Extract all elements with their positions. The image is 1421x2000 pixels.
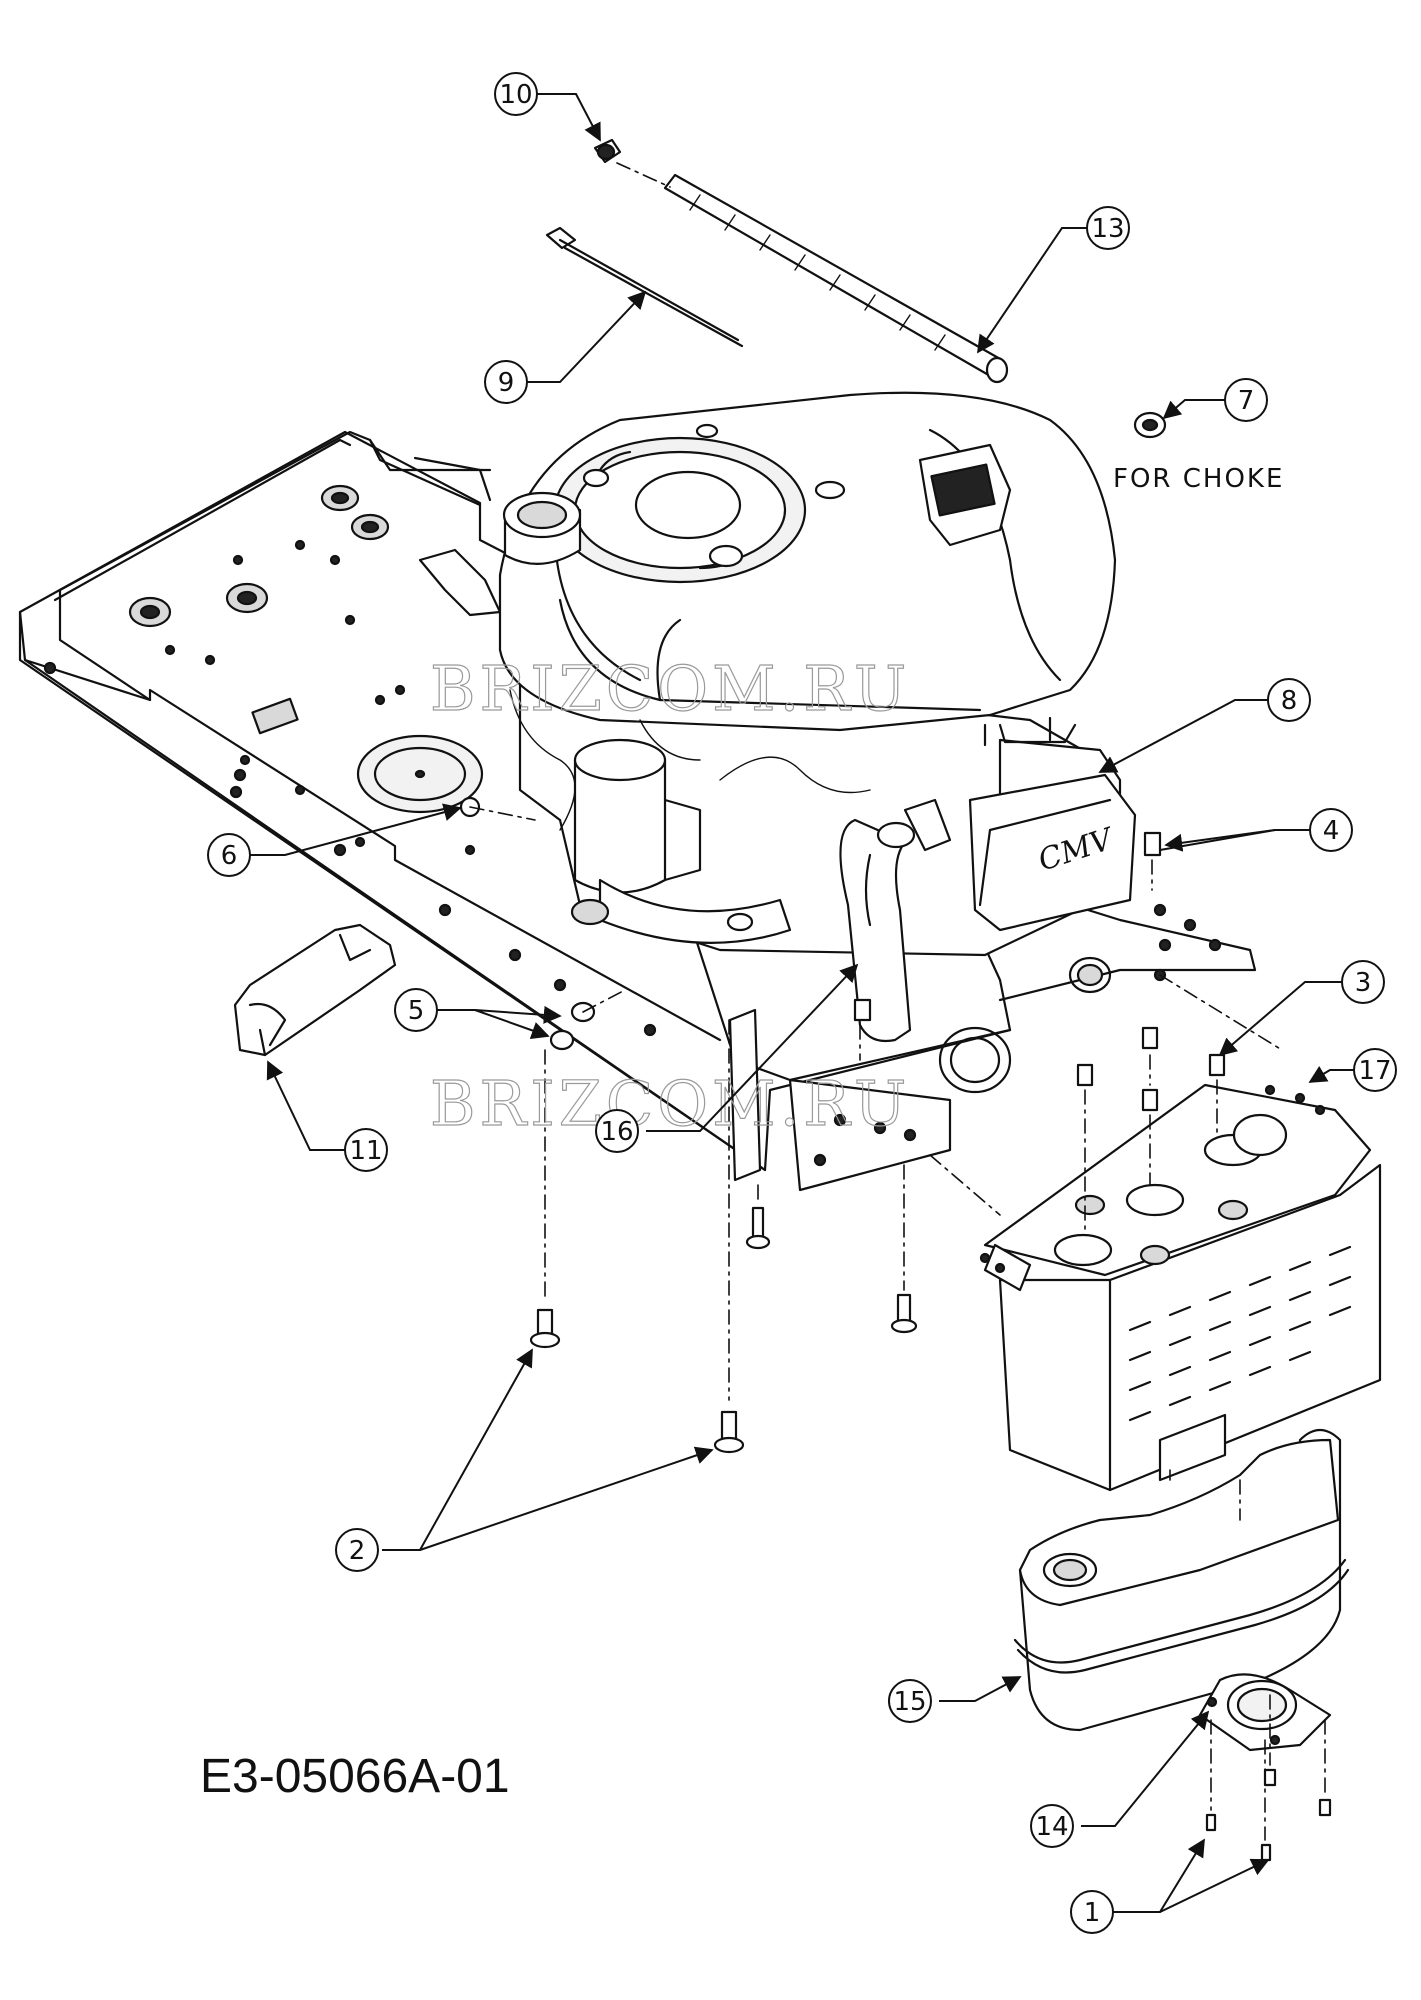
bolt-2b [713,1410,745,1454]
part-9-cable-tie [545,226,744,348]
callout-3: 3 [1341,960,1385,1004]
callout-16-label: 16 [600,1117,633,1147]
part-11-guard [233,923,397,1057]
callout-11: 11 [344,1128,388,1172]
callout-17: 17 [1353,1048,1397,1092]
heat-shield [979,1083,1382,1492]
callout-7-label: 7 [1238,386,1255,416]
callout-9-label: 9 [498,368,515,398]
drawing-number: E3-05066A-01 [200,1750,510,1803]
bolt-right-front [890,1293,918,1334]
bolt-16 [853,998,872,1022]
bolts-3 [1076,1026,1226,1112]
callout-1-label: 1 [1084,1898,1101,1928]
callout-15: 15 [888,1679,932,1723]
watermark-top: BRIZCOM.RU [430,652,910,725]
bolt-2a [529,1308,561,1349]
part-7-nut [1133,411,1167,439]
callout-7: 7 [1224,378,1268,422]
callout-8-label: 8 [1281,686,1298,716]
screws-1 [1205,1768,1332,1862]
callout-15-label: 15 [893,1687,926,1717]
callout-16: 16 [595,1109,639,1153]
part-10-clamp [593,138,622,164]
bolt-left-front [745,1206,771,1250]
callout-5-label: 5 [408,996,425,1026]
callout-6-label: 6 [221,841,238,871]
muffler [1013,1428,1350,1732]
callout-5: 5 [394,988,438,1032]
callout-2: 2 [335,1528,379,1572]
engine: CMV [498,391,1137,1043]
callout-2-label: 2 [349,1536,366,1566]
callout-3-label: 3 [1355,968,1372,998]
callout-6: 6 [207,833,251,877]
callout-8: 8 [1267,678,1311,722]
callout-1: 1 [1070,1890,1114,1934]
callout-10-label: 10 [499,80,532,110]
part-13-fuel-line [663,173,1009,384]
leader-lines [250,93,1354,1913]
choke-note: FOR CHOKE [1113,464,1284,494]
assembly-lines [469,162,1326,1841]
callout-13-label: 13 [1091,214,1124,244]
callout-13: 13 [1086,206,1130,250]
callout-4-label: 4 [1323,816,1340,846]
callout-9: 9 [484,360,528,404]
watermark-middle: BRIZCOM.RU [430,1067,910,1140]
callout-17-label: 17 [1358,1056,1391,1086]
callout-11-label: 11 [349,1136,382,1166]
bolt-4 [1143,831,1162,857]
callout-14: 14 [1030,1804,1074,1848]
exhaust-flange [1198,1673,1332,1752]
callout-4: 4 [1309,808,1353,852]
callout-10: 10 [494,72,538,116]
callout-14-label: 14 [1035,1812,1068,1842]
